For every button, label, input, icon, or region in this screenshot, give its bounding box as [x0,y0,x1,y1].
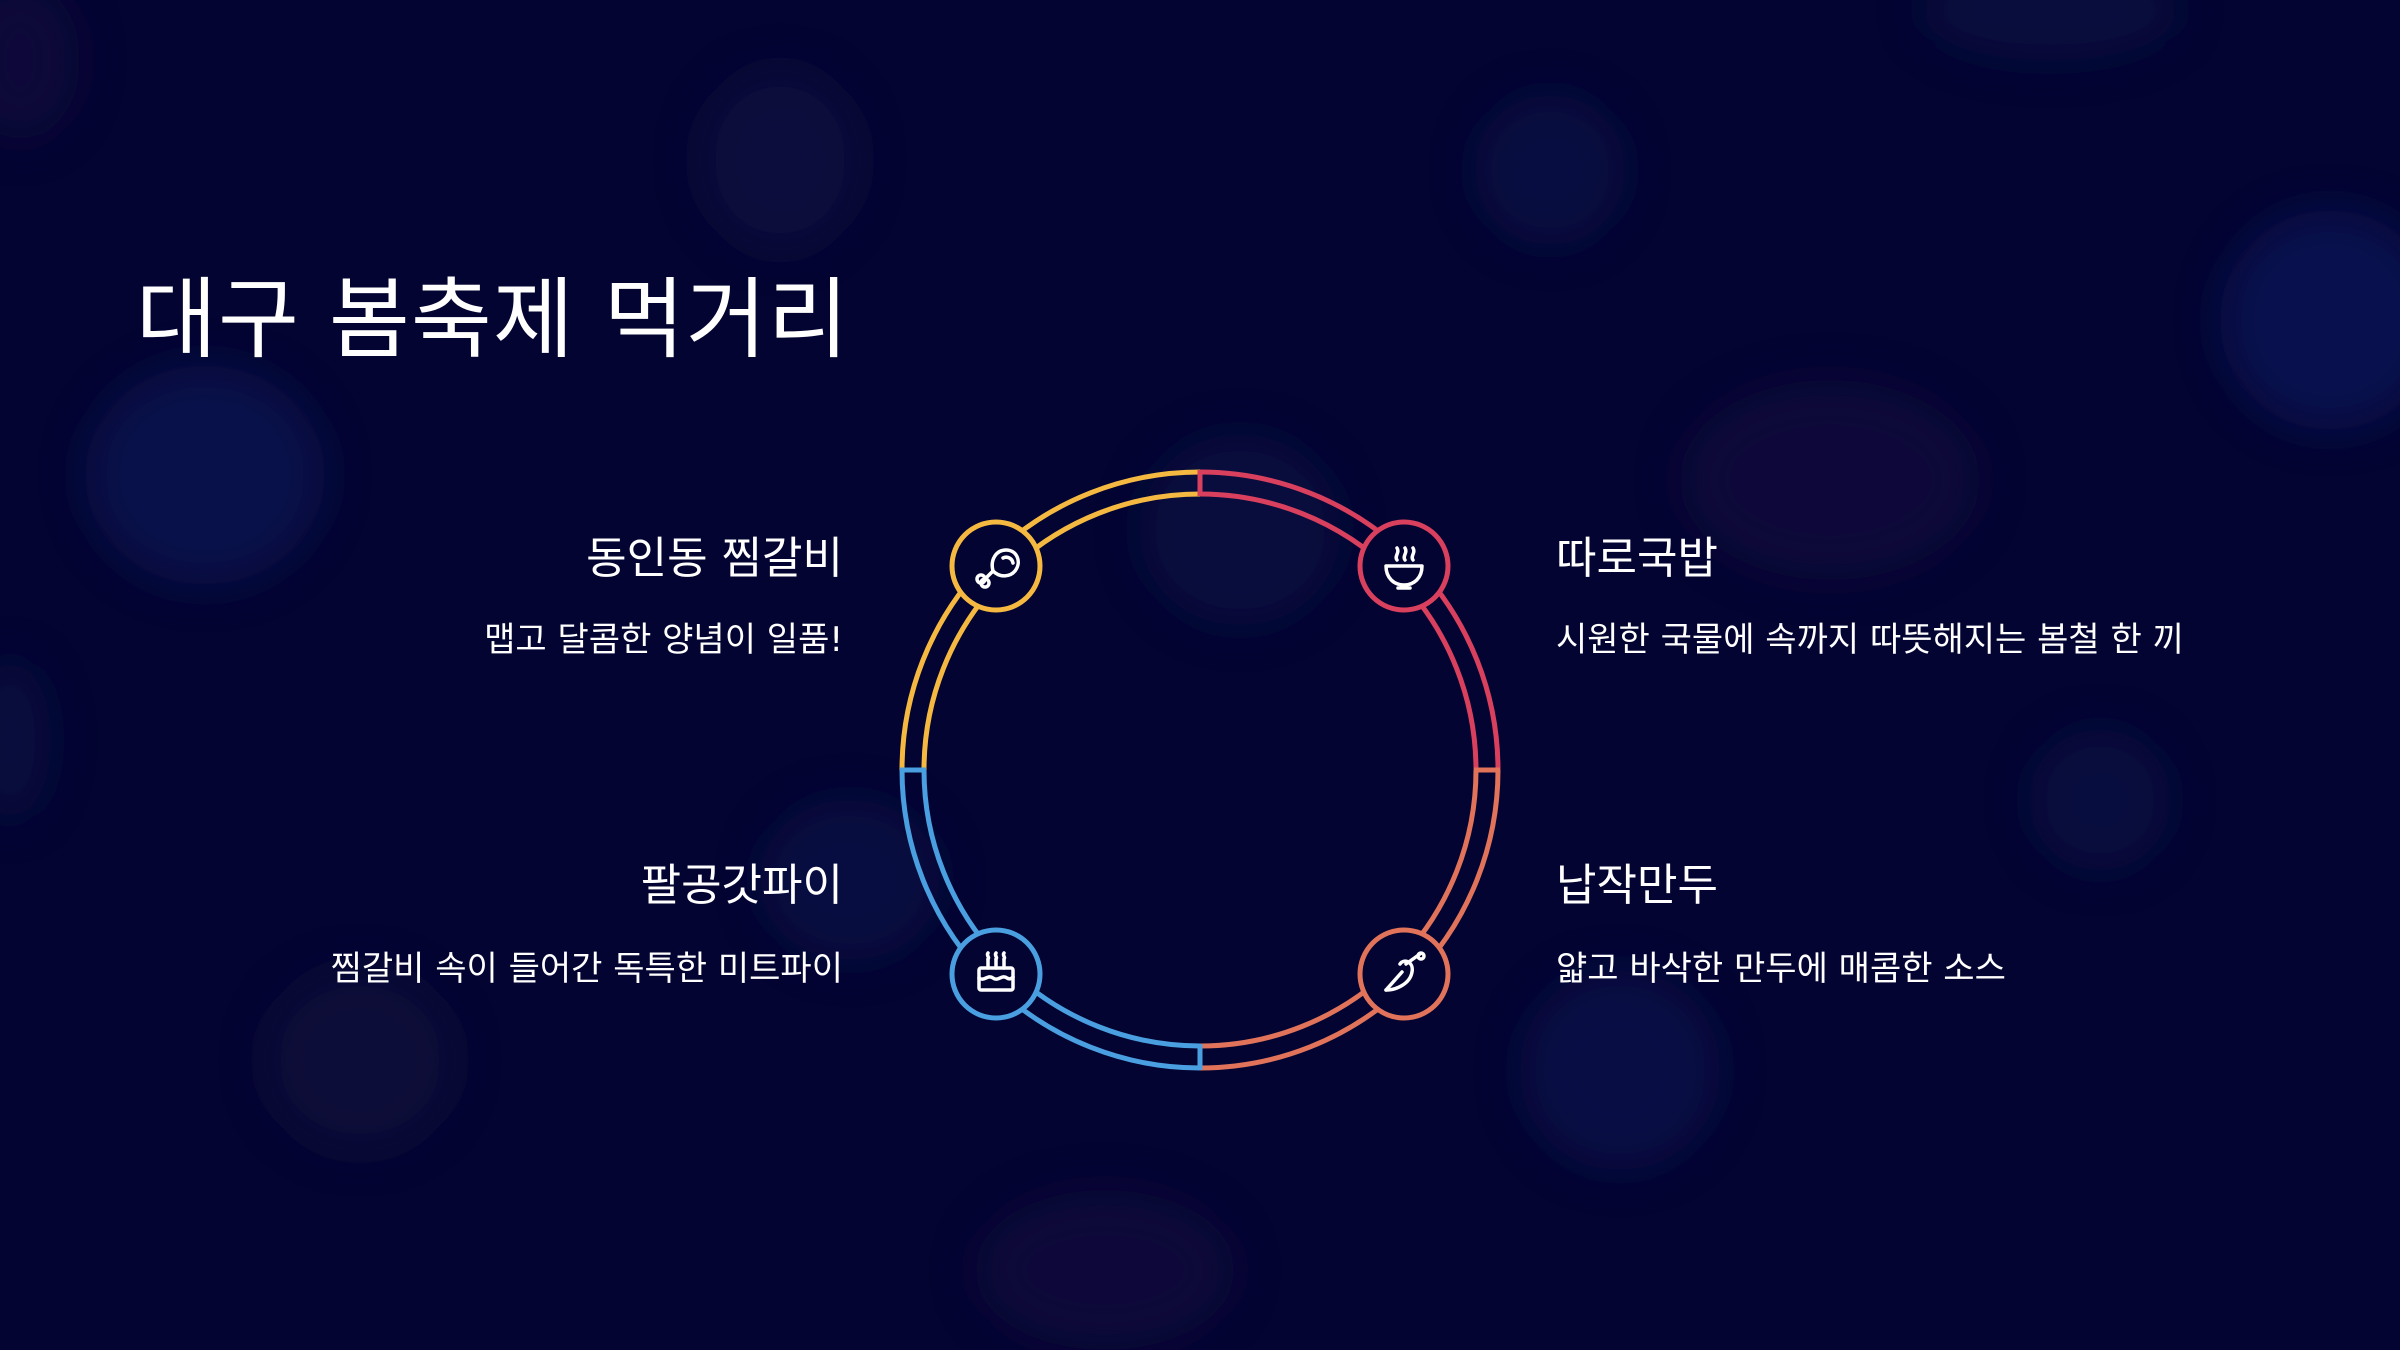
item-title-palgonggatpie: 팔공갓파이 [640,860,843,911]
item-title-jjimgalbi: 동인동 찜갈비 [586,533,843,584]
node-drumstick [949,519,1043,613]
item-desc-napjakmandu: 얇고 바삭한 만두에 매콤한 소스 [1556,949,2006,989]
soup-bowl-icon [1384,546,1424,590]
node-cake [949,927,1043,1021]
item-desc-palgonggatpie: 찜갈비 속이 들어간 독특한 미트파이 [330,949,843,989]
dumpling-icon [1384,951,1426,992]
node-soup-bowl [1357,519,1451,613]
ring-outer-blue [899,769,1201,1071]
cake-icon [977,951,1015,992]
item-title-napjakmandu: 납작만두 [1556,860,1718,911]
item-desc-jjimgalbi: 맵고 달콤한 양념이 일품! [484,620,843,660]
ring-outer-orange [1199,769,1501,1071]
item-title-ttarogukbap: 따로국밥 [1556,533,1718,584]
page-title: 대구 봄축제 먹거리 [136,268,850,371]
drumstick-icon [975,548,1020,589]
ring-outer-yellow [899,469,1201,771]
ring-outer-red [1199,469,1501,771]
node-dumpling [1357,927,1451,1021]
item-desc-ttarogukbap: 시원한 국물에 속까지 따뜻해지는 봄철 한 끼 [1556,620,2184,660]
